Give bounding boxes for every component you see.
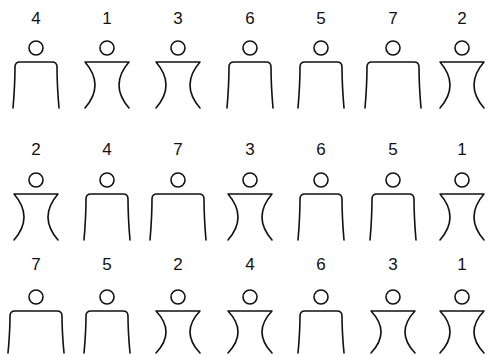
callout-number: 2	[457, 10, 466, 27]
callout-number: 1	[102, 10, 111, 27]
head-circle	[455, 41, 469, 55]
square-body	[227, 62, 273, 108]
head-circle	[171, 41, 185, 55]
head-circle	[29, 290, 43, 304]
head-circle	[455, 290, 469, 304]
callout-number: 7	[388, 10, 397, 27]
waisted-body	[228, 194, 272, 240]
callout-number: 7	[173, 141, 182, 158]
head-circle	[243, 173, 257, 187]
waisted-body	[156, 62, 200, 108]
head-circle	[243, 290, 257, 304]
callout-number: 3	[173, 10, 182, 27]
callout-number: 6	[316, 141, 325, 158]
waisted-body	[85, 62, 129, 108]
head-circle	[100, 41, 114, 55]
head-circle	[243, 41, 257, 55]
square-body	[13, 62, 59, 108]
waisted-body	[440, 62, 484, 108]
square-body	[84, 194, 130, 240]
head-circle	[386, 290, 400, 304]
waisted-body	[156, 311, 200, 353]
callout-number: 2	[173, 256, 182, 273]
waisted-body	[371, 311, 415, 353]
callout-number: 4	[102, 141, 111, 158]
square-body	[298, 62, 344, 108]
callout-number: 6	[316, 256, 325, 273]
head-circle	[29, 173, 43, 187]
square-body	[365, 62, 421, 108]
callout-number: 6	[245, 10, 254, 27]
head-circle	[314, 41, 328, 55]
head-circle	[171, 290, 185, 304]
square-body	[298, 194, 344, 240]
callout-number: 1	[457, 141, 466, 158]
head-circle	[314, 173, 328, 187]
head-circle	[29, 41, 43, 55]
callout-number: 1	[457, 256, 466, 273]
callout-number: 3	[388, 256, 397, 273]
callout-number: 3	[245, 141, 254, 158]
head-circle	[455, 173, 469, 187]
callout-number: 4	[31, 10, 40, 27]
head-circle	[386, 173, 400, 187]
waisted-body	[440, 311, 484, 353]
callout-number: 7	[31, 256, 40, 273]
head-circle	[386, 41, 400, 55]
callout-number: 2	[31, 141, 40, 158]
waisted-body	[228, 311, 272, 353]
callout-number: 5	[388, 141, 397, 158]
callout-number: 4	[245, 256, 254, 273]
callout-number: 5	[102, 256, 111, 273]
head-circle	[314, 290, 328, 304]
waisted-body	[440, 194, 484, 240]
waisted-body	[14, 194, 58, 240]
square-body	[84, 311, 130, 353]
head-circle	[100, 173, 114, 187]
head-circle	[171, 173, 185, 187]
square-body	[150, 194, 206, 240]
square-body	[8, 311, 64, 353]
callout-number: 5	[316, 10, 325, 27]
head-circle	[100, 290, 114, 304]
square-body	[370, 194, 416, 240]
square-body	[298, 311, 344, 353]
